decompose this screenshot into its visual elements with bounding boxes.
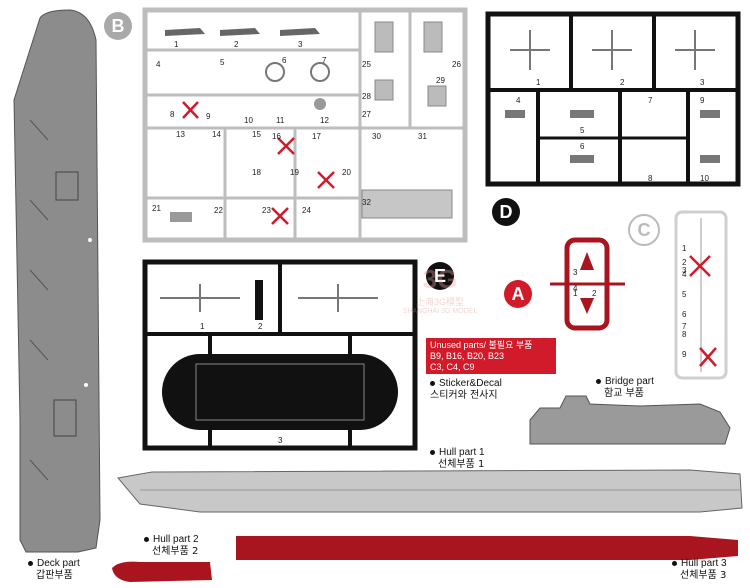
sprue-b-part-number: 2 — [234, 40, 239, 49]
sprue-b-part-number: 24 — [302, 206, 311, 215]
sprue-d-part-number: 5 — [580, 126, 585, 135]
sprue-b-part-number: 9 — [206, 112, 211, 121]
sprue-b-part-number: 16 — [272, 132, 281, 141]
sprue-b-part-number: 4 — [156, 60, 161, 69]
sprue-d-part-number: 3 — [700, 78, 705, 87]
sprue-c-part-number: 9 — [682, 350, 687, 359]
sprue-b-part-number: 29 — [436, 76, 445, 85]
hull-part-1-label: Hull part 1 선체부품 1 — [430, 447, 485, 471]
unused-parts-list-c: C3, C4, C9 — [430, 362, 475, 372]
sprue-c-part-number: 5 — [682, 290, 687, 299]
sprue-a — [550, 237, 625, 331]
sprue-c-part-number: 4 — [682, 270, 687, 279]
sprue-b-part-number: 32 — [362, 198, 371, 207]
sprue-b-part-number: 30 — [372, 132, 381, 141]
hull-part-3-label: Hull part 3 선체부품 3 — [672, 558, 727, 582]
sprue-b-part-number: 17 — [312, 132, 321, 141]
sprue-d — [485, 11, 741, 187]
sprue-b-part-number: 8 — [170, 110, 175, 119]
sprue-c-part-number: 6 — [682, 310, 687, 319]
sprue-d-part-number: 8 — [648, 174, 653, 183]
sprue-d-part-number: 4 — [516, 96, 521, 105]
sprue-c-badge: C — [628, 214, 660, 246]
hull-part-1 — [117, 469, 743, 513]
sprue-c-part-number: 8 — [682, 330, 687, 339]
sprue-e — [142, 259, 418, 451]
sprue-b-part-number: 14 — [212, 130, 221, 139]
watermark-logo: 3G 上海3G模型 SHANGHAI 3G MODEL — [402, 264, 478, 315]
sprue-d-part-number: 2 — [620, 78, 625, 87]
sprue-b-part-number: 31 — [418, 132, 427, 141]
sprue-b-part-number: 23 — [262, 206, 271, 215]
sprue-a-part-number: 2 — [592, 289, 597, 298]
sprue-b-part-number: 1 — [174, 40, 179, 49]
sticker-decal-label: Sticker&Decal 스티커와 전사지 — [430, 378, 502, 401]
deck-part — [13, 9, 101, 553]
sprue-e-part-number: 1 — [200, 322, 205, 331]
unused-parts-box: Unused parts/ 불필요 부품 B9, B16, B20, B23 C… — [426, 338, 556, 374]
sprue-a-badge: A — [504, 280, 532, 308]
sprue-b-part-number: 10 — [244, 116, 253, 125]
sprue-d-part-number: 10 — [700, 174, 709, 183]
deck-part-label: Deck part 갑판부품 — [28, 558, 80, 582]
sprue-c-part-number: 7 — [682, 322, 687, 331]
sprue-b-part-number: 26 — [452, 60, 461, 69]
sprue-d-part-number: 1 — [536, 78, 541, 87]
sprue-b-part-number: 7 — [322, 56, 327, 65]
sprue-c-part-number: 3 — [682, 266, 687, 275]
sprue-b-part-number: 21 — [152, 204, 161, 213]
sprue-b-part-number: 20 — [342, 168, 351, 177]
sprue-b-part-number: 18 — [252, 168, 261, 177]
bridge-part — [529, 395, 731, 445]
sprue-c-part-number: 2 — [682, 258, 687, 267]
sprue-a-part-number: 3 — [573, 268, 578, 277]
bridge-part-label: Bridge part 함교 부품 — [596, 376, 654, 400]
sprue-e-badge: E — [426, 262, 454, 290]
sprue-d-part-number: 6 — [580, 142, 585, 151]
sprue-b-part-number: 15 — [252, 130, 261, 139]
sprue-e-part-number: 2 — [258, 322, 263, 331]
sprue-b-part-number: 3 — [298, 40, 303, 49]
sprue-b — [142, 7, 468, 243]
sprue-b-part-number: 5 — [220, 58, 225, 67]
sprue-a-part-number: 1 — [573, 289, 578, 298]
sprue-b-part-number: 13 — [176, 130, 185, 139]
hull-part-3 — [236, 536, 738, 560]
hull-part-2 — [112, 561, 212, 582]
unused-parts-list-b: B9, B16, B20, B23 — [430, 351, 505, 361]
unused-parts-title: Unused parts/ 불필요 부품 — [430, 340, 533, 350]
sprue-a-part-number: 4 — [573, 284, 578, 293]
sprue-b-part-number: 12 — [320, 116, 329, 125]
sprue-b-part-number: 28 — [362, 92, 371, 101]
sprue-b-part-number: 25 — [362, 60, 371, 69]
sprue-b-part-number: 11 — [276, 116, 285, 125]
sprue-c — [674, 210, 728, 380]
sprue-b-badge: B — [104, 12, 132, 40]
sprue-c-part-number: 1 — [682, 244, 687, 253]
sprue-b-part-number: 19 — [290, 168, 299, 177]
sprue-e-part-number: 3 — [278, 436, 283, 445]
sprue-b-part-number: 22 — [214, 206, 223, 215]
hull-part-2-label: Hull part 2 선체부품 2 — [144, 534, 199, 558]
sprue-d-badge: D — [492, 198, 520, 226]
sprue-b-part-number: 6 — [282, 56, 287, 65]
sprue-b-part-number: 27 — [362, 110, 371, 119]
sprue-d-part-number: 9 — [700, 96, 705, 105]
sprue-d-part-number: 7 — [648, 96, 653, 105]
